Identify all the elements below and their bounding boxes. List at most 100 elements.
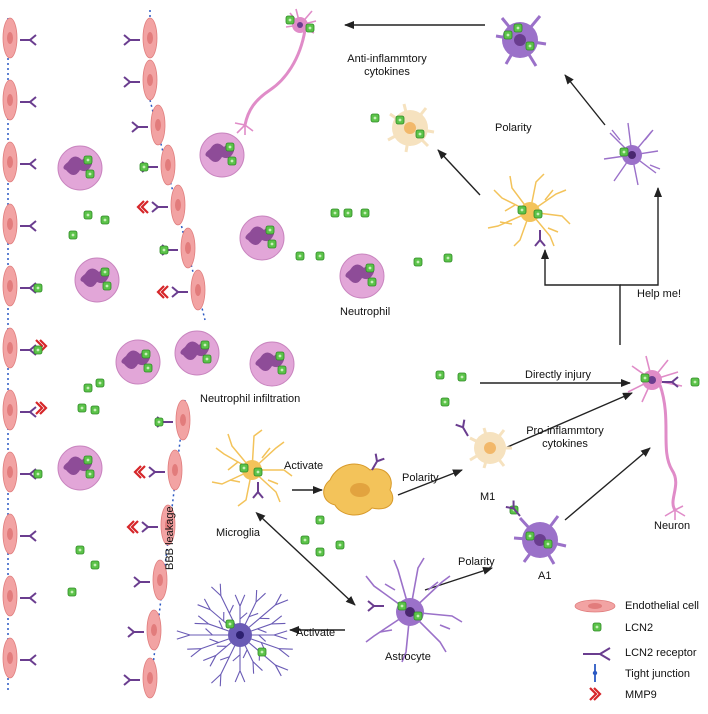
anti-inflammatory-label: Anti-inflammtory cytokines	[342, 53, 432, 79]
legend-mmp9-label: MMP9	[625, 689, 657, 701]
lcn2	[140, 163, 148, 171]
astrocyte-branch	[187, 649, 201, 650]
activated-microglia	[324, 454, 393, 515]
neutrophil-cell	[58, 446, 102, 490]
legend-tight-junction-label: Tight junction	[625, 668, 690, 680]
endothelial-cell	[3, 452, 17, 492]
astrocyte-branch	[235, 595, 240, 606]
lcn2-receptor	[20, 159, 36, 169]
lcn2-receptor	[172, 287, 188, 297]
lcn2	[436, 371, 444, 379]
lcn2-receptor	[20, 531, 36, 541]
lcn2	[34, 284, 42, 292]
astrocyte-branch	[177, 631, 190, 635]
lcn2-receptor	[20, 283, 36, 293]
lcn2-receptor	[134, 577, 150, 587]
neutrophil-cell	[200, 133, 244, 177]
lcn2	[91, 406, 99, 414]
endothelial-cell	[3, 576, 17, 616]
astrocyte-branch	[271, 616, 281, 624]
lcn2	[76, 546, 84, 554]
astrocyte-branch	[279, 649, 293, 650]
endothelial-cell	[143, 60, 157, 100]
lcn2	[201, 341, 209, 349]
lcn2-receptor	[124, 675, 140, 685]
mmp9	[128, 521, 138, 533]
lcn2	[344, 209, 352, 217]
neutrophil-cell	[240, 216, 284, 260]
lcn2-receptor	[20, 35, 36, 45]
lcn2	[84, 211, 92, 219]
lcn2-receptor	[124, 77, 140, 87]
pro-inflammatory-line1: Pro-inflammtory	[520, 425, 610, 438]
lcn2	[276, 352, 284, 360]
endothelial-cell	[147, 610, 161, 650]
legend-lcn2-label: LCN2	[625, 622, 653, 634]
lcn2	[101, 268, 109, 276]
pro-inflammatory-line2: cytokines	[520, 438, 610, 451]
astrocyte-branch	[257, 629, 266, 633]
polarity-a1-label: Polarity	[458, 556, 495, 569]
endothelial-cell	[168, 450, 182, 490]
astrocyte-branch	[240, 613, 247, 619]
lcn2	[155, 418, 163, 426]
lcn2	[96, 379, 104, 387]
arrows	[262, 25, 658, 630]
lcn2	[84, 384, 92, 392]
resting-microglia	[212, 430, 292, 506]
top-neuron	[235, 9, 316, 135]
legend-endothelial-label: Endothelial cell	[625, 600, 699, 612]
astrocyte-branch	[253, 662, 254, 674]
endothelial-cell	[151, 105, 165, 145]
arrow-a1-to-neuron	[565, 448, 650, 520]
neutrophil-cell	[175, 331, 219, 375]
neuron-label: Neuron	[654, 520, 690, 533]
lcn2-icon	[593, 623, 601, 631]
endothelial-cell	[3, 266, 17, 306]
astrocyte	[366, 558, 462, 662]
endothelial-cell	[3, 390, 17, 430]
legend-receptor-label: LCN2 receptor	[625, 647, 697, 659]
mmp9	[36, 402, 46, 414]
astrocyte-branch	[220, 584, 221, 596]
astrocyte-branch	[274, 631, 287, 635]
lcn2	[316, 516, 324, 524]
endothelial-cell	[3, 638, 17, 678]
neutrophil-cell	[58, 146, 102, 190]
right-astrocyte	[604, 123, 660, 185]
neutrophil-cell	[116, 340, 160, 384]
lcn2	[336, 541, 344, 549]
lcn2	[316, 548, 324, 556]
lcn2	[69, 231, 77, 239]
endothelial-cell	[3, 80, 17, 120]
lcn2	[458, 373, 466, 381]
lcn2	[160, 246, 168, 254]
left-endothelial-column	[3, 18, 46, 678]
legend-icons	[575, 600, 615, 700]
anti-inflammatory-line2: cytokines	[342, 66, 432, 79]
endothelial-cell	[3, 18, 17, 58]
astrocyte-branch	[220, 674, 221, 686]
lcn2	[86, 170, 94, 178]
lcn2	[296, 252, 304, 260]
activate-astrocyte-label: Activate	[296, 627, 335, 640]
lcn2-receptor	[20, 407, 36, 417]
endothelial-cell	[3, 514, 17, 554]
polarity-top-label: Polarity	[495, 122, 532, 135]
anti-inflammatory-line1: Anti-inflammtory	[342, 53, 432, 66]
mmp9	[135, 466, 145, 478]
m2-microglia	[371, 104, 434, 152]
lcn2-receptor	[152, 202, 168, 212]
endothelial-cell	[3, 204, 17, 244]
lcn2	[366, 264, 374, 272]
m1-microglia	[456, 420, 512, 468]
lcn2-receptor	[20, 593, 36, 603]
endothelial-cell	[161, 145, 175, 185]
lcn2-receptor	[20, 97, 36, 107]
lcn2	[368, 278, 376, 286]
neuron	[628, 356, 699, 520]
astrocyte-branch	[177, 635, 190, 639]
arrow-microglia-to-m2	[438, 150, 480, 195]
endothelial-cell	[191, 270, 205, 310]
